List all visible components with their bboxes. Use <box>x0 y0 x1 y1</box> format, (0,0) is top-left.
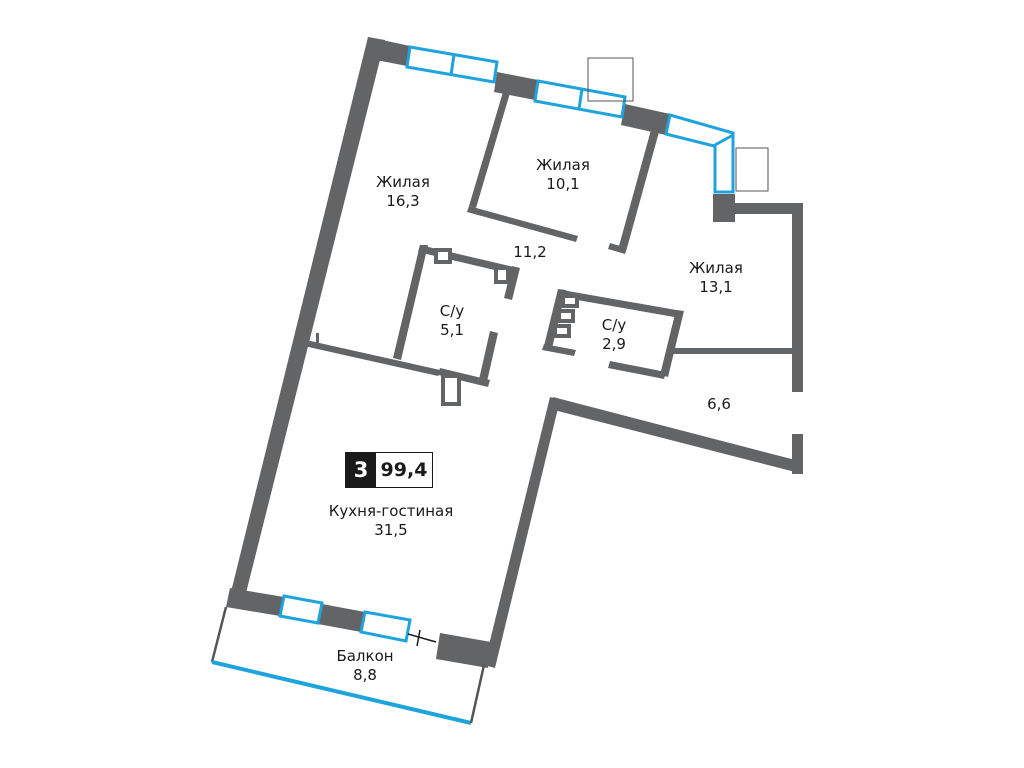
room-area: 5,1 <box>440 321 464 339</box>
room-area: 16,3 <box>386 192 420 210</box>
total-area: 99,4 <box>380 459 428 481</box>
balcony-outline <box>210 606 486 725</box>
room-label-bedroom-a: Жилая 16,3 <box>376 173 430 211</box>
room-area: 11,2 <box>513 243 547 261</box>
apartment-badge: 3 99,4 <box>345 452 433 488</box>
top-windows <box>405 45 735 194</box>
bottom-windows <box>278 594 412 643</box>
room-name: Жилая <box>376 173 430 191</box>
room-area: 2,9 <box>602 335 626 353</box>
room-area: 31,5 <box>374 521 408 539</box>
room-label-bath-a: С/у 5,1 <box>440 302 464 340</box>
ac-boxes <box>587 57 769 192</box>
room-area: 8,8 <box>353 666 377 684</box>
room-name: Кухня-гостиная <box>328 502 454 520</box>
room-name: Жилая <box>536 156 590 174</box>
interior-walls <box>304 92 792 406</box>
room-label-bath-b: С/у 2,9 <box>602 316 626 354</box>
room-area: 6,6 <box>707 395 731 413</box>
room-label-bedroom-c: Жилая 13,1 <box>689 259 743 297</box>
room-label-balcony: Балкон 8,8 <box>336 647 393 685</box>
room-name: С/у <box>439 302 465 320</box>
room-name: Балкон <box>336 647 394 665</box>
room-name: Жилая <box>689 259 743 277</box>
room-label-kitchen: Кухня-гостиная 31,5 <box>329 502 453 540</box>
room-label-hall: 11,2 <box>513 243 546 262</box>
room-name: С/у <box>601 316 627 334</box>
room-label-corridor: 6,6 <box>707 395 731 414</box>
room-area: 10,1 <box>546 175 580 193</box>
room-count: 3 <box>346 453 376 487</box>
outer-walls <box>226 37 803 668</box>
room-label-bedroom-b: Жилая 10,1 <box>536 156 590 194</box>
room-area: 13,1 <box>699 278 733 296</box>
